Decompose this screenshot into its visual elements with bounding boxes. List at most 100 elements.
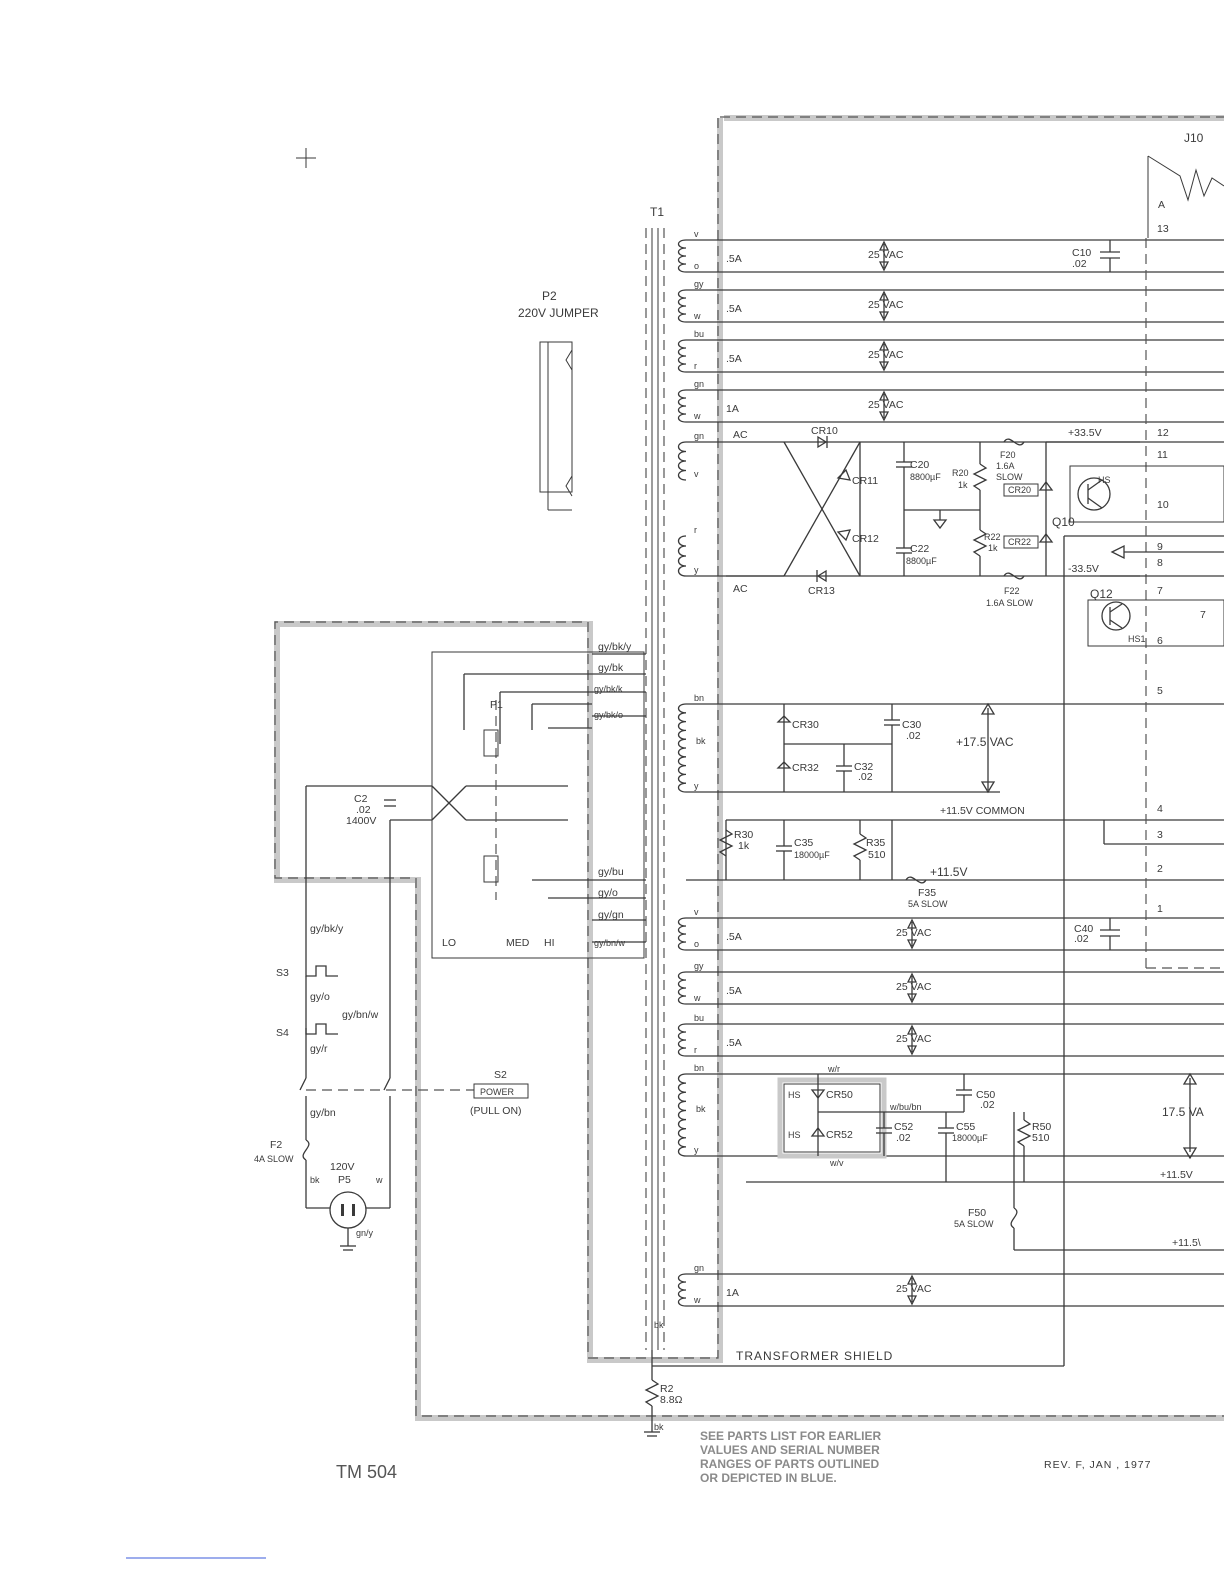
section-17v-labels: CR30 CR32 C30 .02 C32 .02 +17.5 VAC +11.… bbox=[734, 719, 1025, 909]
p5-label: P5 bbox=[338, 1174, 351, 1186]
pull-on-label: (PULL ON) bbox=[470, 1105, 522, 1117]
r2-ground bbox=[644, 1350, 660, 1437]
note-line-3: RANGES OF PARTS OUTLINED bbox=[700, 1457, 879, 1471]
vac-arrow-head-top-1 bbox=[878, 240, 890, 251]
w-label: w bbox=[375, 1175, 383, 1185]
pin-1: 1 bbox=[1157, 903, 1163, 915]
f22-value: 1.6A SLOW bbox=[986, 598, 1034, 608]
c10-capacitor bbox=[1100, 240, 1120, 272]
secondary-coil-3 bbox=[677, 339, 687, 373]
secondary-coil-12 bbox=[677, 1273, 687, 1307]
c35-value: 18000µF bbox=[794, 850, 830, 860]
q12-hs-label: HS1 bbox=[1128, 634, 1146, 644]
secondary-rails bbox=[652, 239, 1224, 1367]
r20-value: 1k bbox=[958, 480, 968, 490]
c2-value: .02 bbox=[356, 804, 371, 816]
r2-label: R2 bbox=[660, 1383, 674, 1395]
vac-arrow-head-bottom-1 bbox=[878, 261, 890, 272]
fuse-label-9: .5A bbox=[726, 985, 742, 997]
secondary-coil-1 bbox=[677, 239, 687, 273]
s4-label: S4 bbox=[276, 1027, 289, 1039]
fuse-label-10: .5A bbox=[726, 1037, 742, 1049]
w-bu-bn-label: w/bu/bn bbox=[889, 1102, 922, 1112]
f2-value: 4A SLOW bbox=[254, 1154, 294, 1164]
pin-11: 11 bbox=[1157, 449, 1168, 461]
med-label: MED bbox=[506, 937, 530, 949]
wire-label-bottom-8: o bbox=[694, 939, 699, 949]
rectifier-labels: AC AC CR10 CR11 CR12 CR13 C20 8800µF C22… bbox=[733, 425, 1146, 644]
hi-label: HI bbox=[544, 937, 555, 949]
wire-label-bottom-12: w bbox=[693, 1295, 701, 1305]
c35-label: C35 bbox=[794, 837, 813, 849]
transformer-shield-label: TRANSFORMER SHIELD bbox=[736, 1349, 893, 1363]
cr52-label: CR52 bbox=[826, 1129, 853, 1141]
minus-33v-label: -33.5V bbox=[1068, 563, 1099, 575]
plus-11v-b-label: +11.5\ bbox=[1172, 1237, 1201, 1249]
center-tap-label-1: bk bbox=[696, 736, 706, 746]
section-lower-17v-labels: HS HS CR50 CR52 w/r w/v w/bu/bn C50 .02 … bbox=[788, 1064, 1204, 1249]
c50-label: C50 bbox=[976, 1089, 995, 1101]
c10-label: C10 bbox=[1072, 247, 1091, 259]
vac-arrow-head-bottom-6 bbox=[906, 993, 918, 1004]
c52-value: .02 bbox=[896, 1132, 911, 1144]
pin-13: 13 bbox=[1157, 223, 1169, 235]
pin-2: 2 bbox=[1157, 863, 1163, 875]
wire-label-top-7: bn bbox=[694, 693, 704, 703]
cr50-label: CR50 bbox=[826, 1089, 853, 1101]
f2-label: F2 bbox=[270, 1139, 282, 1151]
vac-label-6: 25 VAC bbox=[896, 981, 932, 993]
secondary-coil-10 bbox=[677, 1023, 687, 1057]
plus-33v-label: +33.5V bbox=[1068, 427, 1102, 439]
cr50-hs-label: HS bbox=[788, 1090, 801, 1100]
pin-9: 9 bbox=[1157, 541, 1163, 553]
r30-label: R30 bbox=[734, 829, 753, 841]
secondary-coil-6 bbox=[677, 535, 687, 577]
vac-17v-right-label: 17.5 VA bbox=[1162, 1105, 1204, 1119]
tap-label-5: gy/bu bbox=[598, 866, 624, 878]
wire-label-bottom-5: v bbox=[694, 469, 699, 479]
pin-12: 12 bbox=[1157, 427, 1169, 439]
f50-label: F50 bbox=[968, 1207, 986, 1219]
pin-7: 7 bbox=[1157, 585, 1163, 597]
wire-label-bottom-9: w bbox=[693, 993, 701, 1003]
gy-o-wire: gy/o bbox=[310, 991, 330, 1003]
p2-ref-label: P2 bbox=[542, 289, 557, 303]
bk-label: bk bbox=[310, 1175, 320, 1185]
f22-label: F22 bbox=[1004, 586, 1020, 596]
q10-label: Q10 bbox=[1052, 515, 1075, 529]
secondary-coil-11 bbox=[677, 1073, 687, 1157]
c2-voltage: 1400V bbox=[346, 815, 376, 827]
vac-arrow-head-top-2 bbox=[878, 290, 890, 301]
r35-value: 510 bbox=[868, 849, 886, 861]
c22-value: 8800µF bbox=[906, 556, 937, 566]
vac-label-7: 25 VAC bbox=[896, 1033, 932, 1045]
vac-label-3: 25 VAC bbox=[868, 349, 904, 361]
cr10-label: CR10 bbox=[811, 425, 838, 437]
wire-label-bottom-10: r bbox=[694, 1045, 697, 1055]
tm504-label: TM 504 bbox=[336, 1462, 397, 1482]
t1-label: T1 bbox=[650, 205, 664, 219]
vac-arrow-head-top-7 bbox=[906, 1024, 918, 1035]
f50-value: 5A SLOW bbox=[954, 1219, 994, 1229]
vac-arrow-head-bottom-8 bbox=[906, 1295, 918, 1306]
secondary-coil-5 bbox=[677, 441, 687, 481]
fuse-label-3: .5A bbox=[726, 353, 742, 365]
lo-label: LO bbox=[442, 937, 456, 949]
tap-label-2: gy/bk bbox=[598, 662, 624, 674]
wire-label-top-11: bn bbox=[694, 1063, 704, 1073]
note-line-2: VALUES AND SERIAL NUMBER bbox=[700, 1443, 880, 1457]
c40-capacitor bbox=[1100, 918, 1120, 950]
wire-label-bottom-4: w bbox=[693, 411, 701, 421]
fuse-label-12: 1A bbox=[726, 1287, 739, 1299]
vac-label-4: 25 VAC bbox=[868, 399, 904, 411]
wire-label-bottom-7: y bbox=[694, 781, 699, 791]
t1-core bbox=[645, 228, 665, 1350]
vac-arrow-head-top-3 bbox=[878, 340, 890, 351]
gy-bk-y-wire: gy/bk/y bbox=[310, 923, 344, 935]
secondary-coil-4 bbox=[677, 389, 687, 423]
r30-value: 1k bbox=[738, 840, 750, 852]
q10-hs-label: HS bbox=[1098, 475, 1111, 485]
r2-value: 8.8Ω bbox=[660, 1394, 683, 1406]
